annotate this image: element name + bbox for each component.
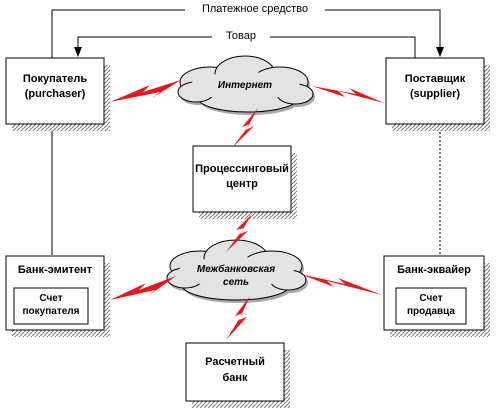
- processing-center-subtitle: центр: [226, 178, 258, 190]
- processing-center-title: Процессинговый: [195, 163, 289, 175]
- purchaser-subtitle: (purchaser): [24, 88, 86, 100]
- acquirer-bank-title: Банк-эквайер: [397, 264, 471, 276]
- issuer-interbank-lightning: [110, 276, 176, 300]
- internet-cloud: [177, 55, 315, 115]
- settlement-bank-subtitle: банк: [222, 372, 248, 384]
- acquirer-account-line2: продавца: [406, 306, 455, 317]
- internet-processing-lightning: [232, 108, 258, 148]
- issuer-account-line1: Счет: [39, 293, 63, 304]
- interbank-cloud: [166, 239, 308, 303]
- acquirer-account-box: [395, 287, 467, 325]
- internet-supplier-lightning: [312, 86, 384, 103]
- issuer-bank-title: Банк-эмитент: [17, 264, 93, 276]
- goods-flow-label: Товар: [212, 30, 270, 44]
- supplier-title: Поставщик: [404, 73, 466, 85]
- interbank-acquirer-lightning: [300, 274, 382, 295]
- payment-flow-label: Платежное средство: [185, 3, 325, 17]
- acquirer-account-line1: Счет: [419, 293, 443, 304]
- goods-flow-arrow: [74, 36, 416, 58]
- supplier-subtitle: (supplier): [409, 88, 461, 100]
- issuer-account-line2: покупателя: [22, 306, 80, 317]
- payment-flow-arrow: [51, 9, 444, 58]
- purchaser-internet-lightning: [110, 80, 181, 102]
- purchaser-title: Покупатель: [22, 73, 88, 85]
- supplier-box: [385, 57, 485, 125]
- processing-interbank-lightning: [226, 214, 252, 252]
- settlement-bank-box: [185, 342, 285, 402]
- interbank-network-label-line1: Межбанковская: [196, 264, 276, 275]
- interbank-settlement-lightning: [226, 296, 250, 340]
- purchaser-box: [5, 57, 105, 125]
- issuer-account-box: [13, 287, 89, 325]
- internet-label: Интернет: [217, 80, 273, 91]
- settlement-bank-title: Расчетный: [205, 356, 265, 368]
- interbank-network-label-line2: сеть: [223, 277, 249, 288]
- processing-center-box: [192, 145, 292, 213]
